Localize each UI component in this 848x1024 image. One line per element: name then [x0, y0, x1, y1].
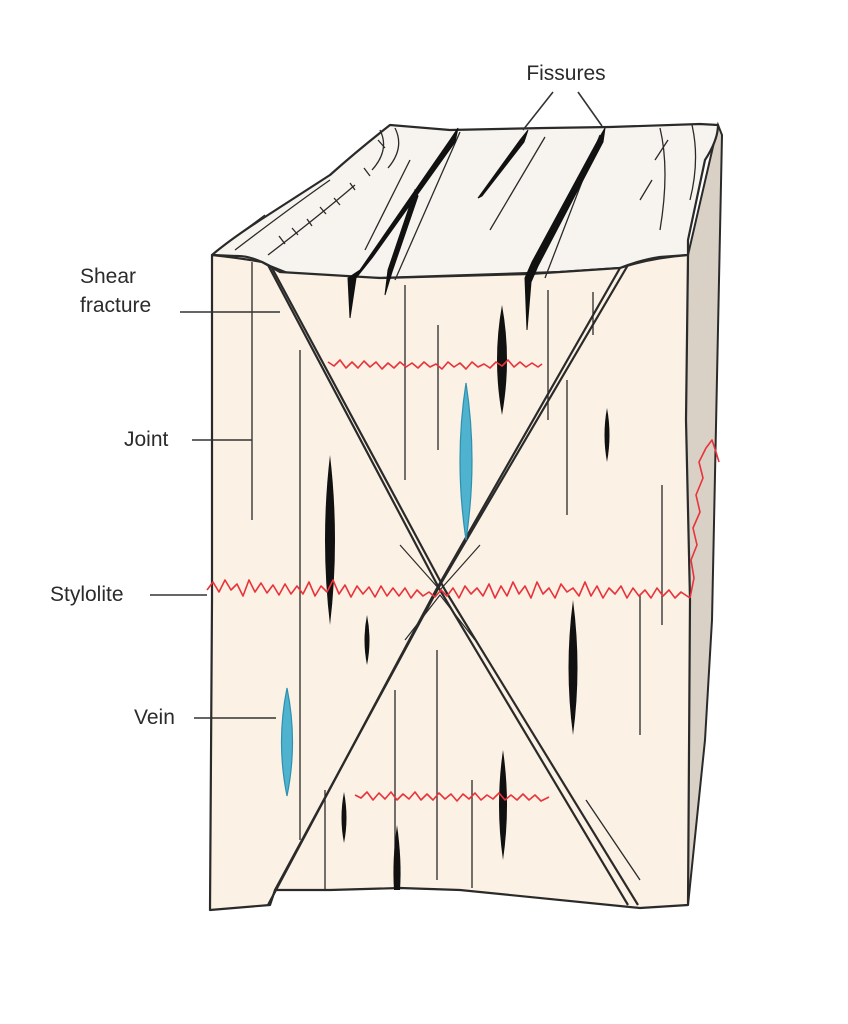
- shear-fracture-label-line2: fracture: [80, 294, 151, 317]
- block-top-face: [212, 124, 718, 278]
- stylolite-label: Stylolite: [50, 583, 124, 606]
- block-front-face: [210, 255, 690, 910]
- fissures-label: Fissures: [526, 62, 605, 85]
- fissures-leader-right: [578, 92, 602, 126]
- fissures-leader-left: [523, 92, 553, 130]
- joint-label: Joint: [124, 428, 169, 451]
- shear-fracture-label-line1: Shear: [80, 265, 136, 288]
- vein-label: Vein: [134, 706, 175, 729]
